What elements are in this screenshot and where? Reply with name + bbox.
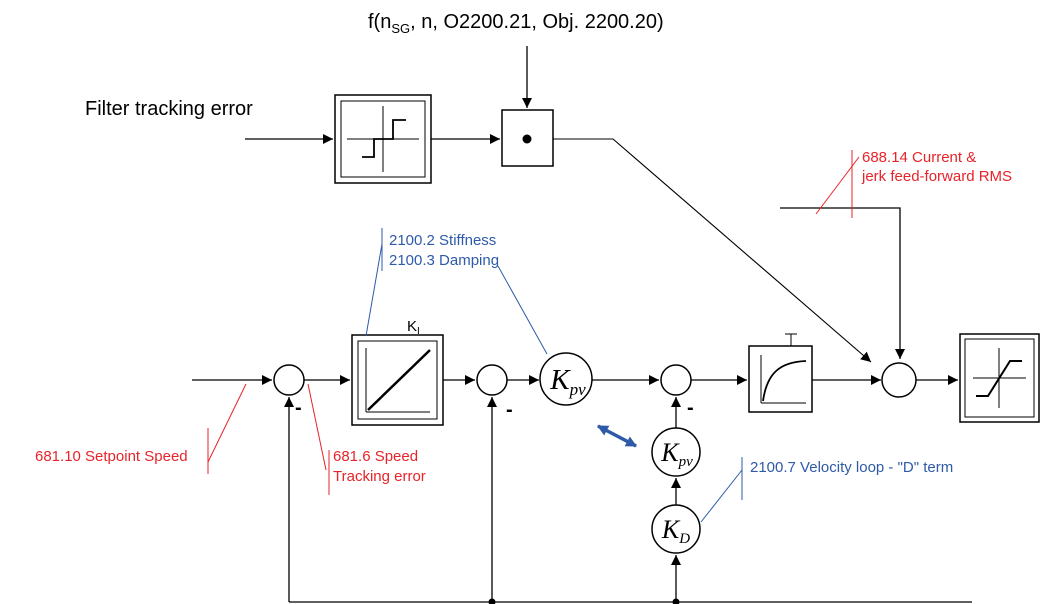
- summer-2-minus: -: [506, 399, 513, 421]
- svg-text:2100.7 Velocity loop - "D" ter: 2100.7 Velocity loop - "D" term: [750, 459, 953, 476]
- summer-final: [881, 362, 917, 398]
- setpoint-speed-annotation: 681.10 Setpoint Speed: [35, 383, 247, 474]
- kpv-coupling-arrow: [597, 424, 637, 448]
- filter-block: [334, 94, 432, 184]
- filter-tracking-error-label: Filter tracking error: [85, 98, 253, 120]
- kpv-gain-block: [539, 352, 593, 406]
- svg-text:jerk feed-forward RMS: jerk feed-forward RMS: [861, 168, 1012, 185]
- current-feedforward-annotation: 688.14 Current & jerk feed-forward RMS: [815, 149, 1012, 218]
- multiplier-block: [501, 109, 554, 167]
- limiter-block: [959, 333, 1040, 423]
- feedback-junction-2: [672, 598, 680, 604]
- kpv-gain-label: Kpv: [549, 364, 586, 399]
- lowpass-filter-block: [748, 333, 813, 413]
- svg-text:688.14 Current &: 688.14 Current &: [862, 149, 976, 166]
- function-label: f(nSG, n, O2200.21, Obj. 2200.20): [368, 11, 664, 36]
- speed-tracking-annotation: 681.6 Speed Tracking error: [307, 383, 426, 495]
- kpv-d-gain-label: Kpv: [660, 438, 693, 470]
- summer-1: [273, 364, 305, 396]
- svg-text:2100.2 Stiffness: 2100.2 Stiffness: [389, 232, 496, 249]
- summer-3-minus: -: [687, 397, 694, 419]
- summer-3: [660, 364, 692, 396]
- kd-gain-label: KD: [661, 515, 690, 547]
- integrator-gain-label: KI: [407, 318, 420, 337]
- velocity-d-term-annotation: 2100.7 Velocity loop - "D" term: [700, 457, 953, 523]
- integrator-block: [351, 334, 444, 426]
- feedback-junction-1: [488, 598, 496, 604]
- svg-text:681.6 Speed: 681.6 Speed: [333, 448, 418, 465]
- svg-text:681.10 Setpoint Speed: 681.10 Setpoint Speed: [35, 448, 188, 465]
- stiffness-damping-annotation: 2100.2 Stiffness 2100.3 Damping: [365, 228, 548, 355]
- summer-1-minus: -: [295, 397, 302, 419]
- svg-text:Tracking error: Tracking error: [333, 468, 426, 485]
- multiplier-to-summer-line: [553, 138, 872, 363]
- feedforward-line: [780, 207, 905, 359]
- svg-text:2100.3 Damping: 2100.3 Damping: [389, 252, 499, 269]
- summer-2: [476, 364, 508, 396]
